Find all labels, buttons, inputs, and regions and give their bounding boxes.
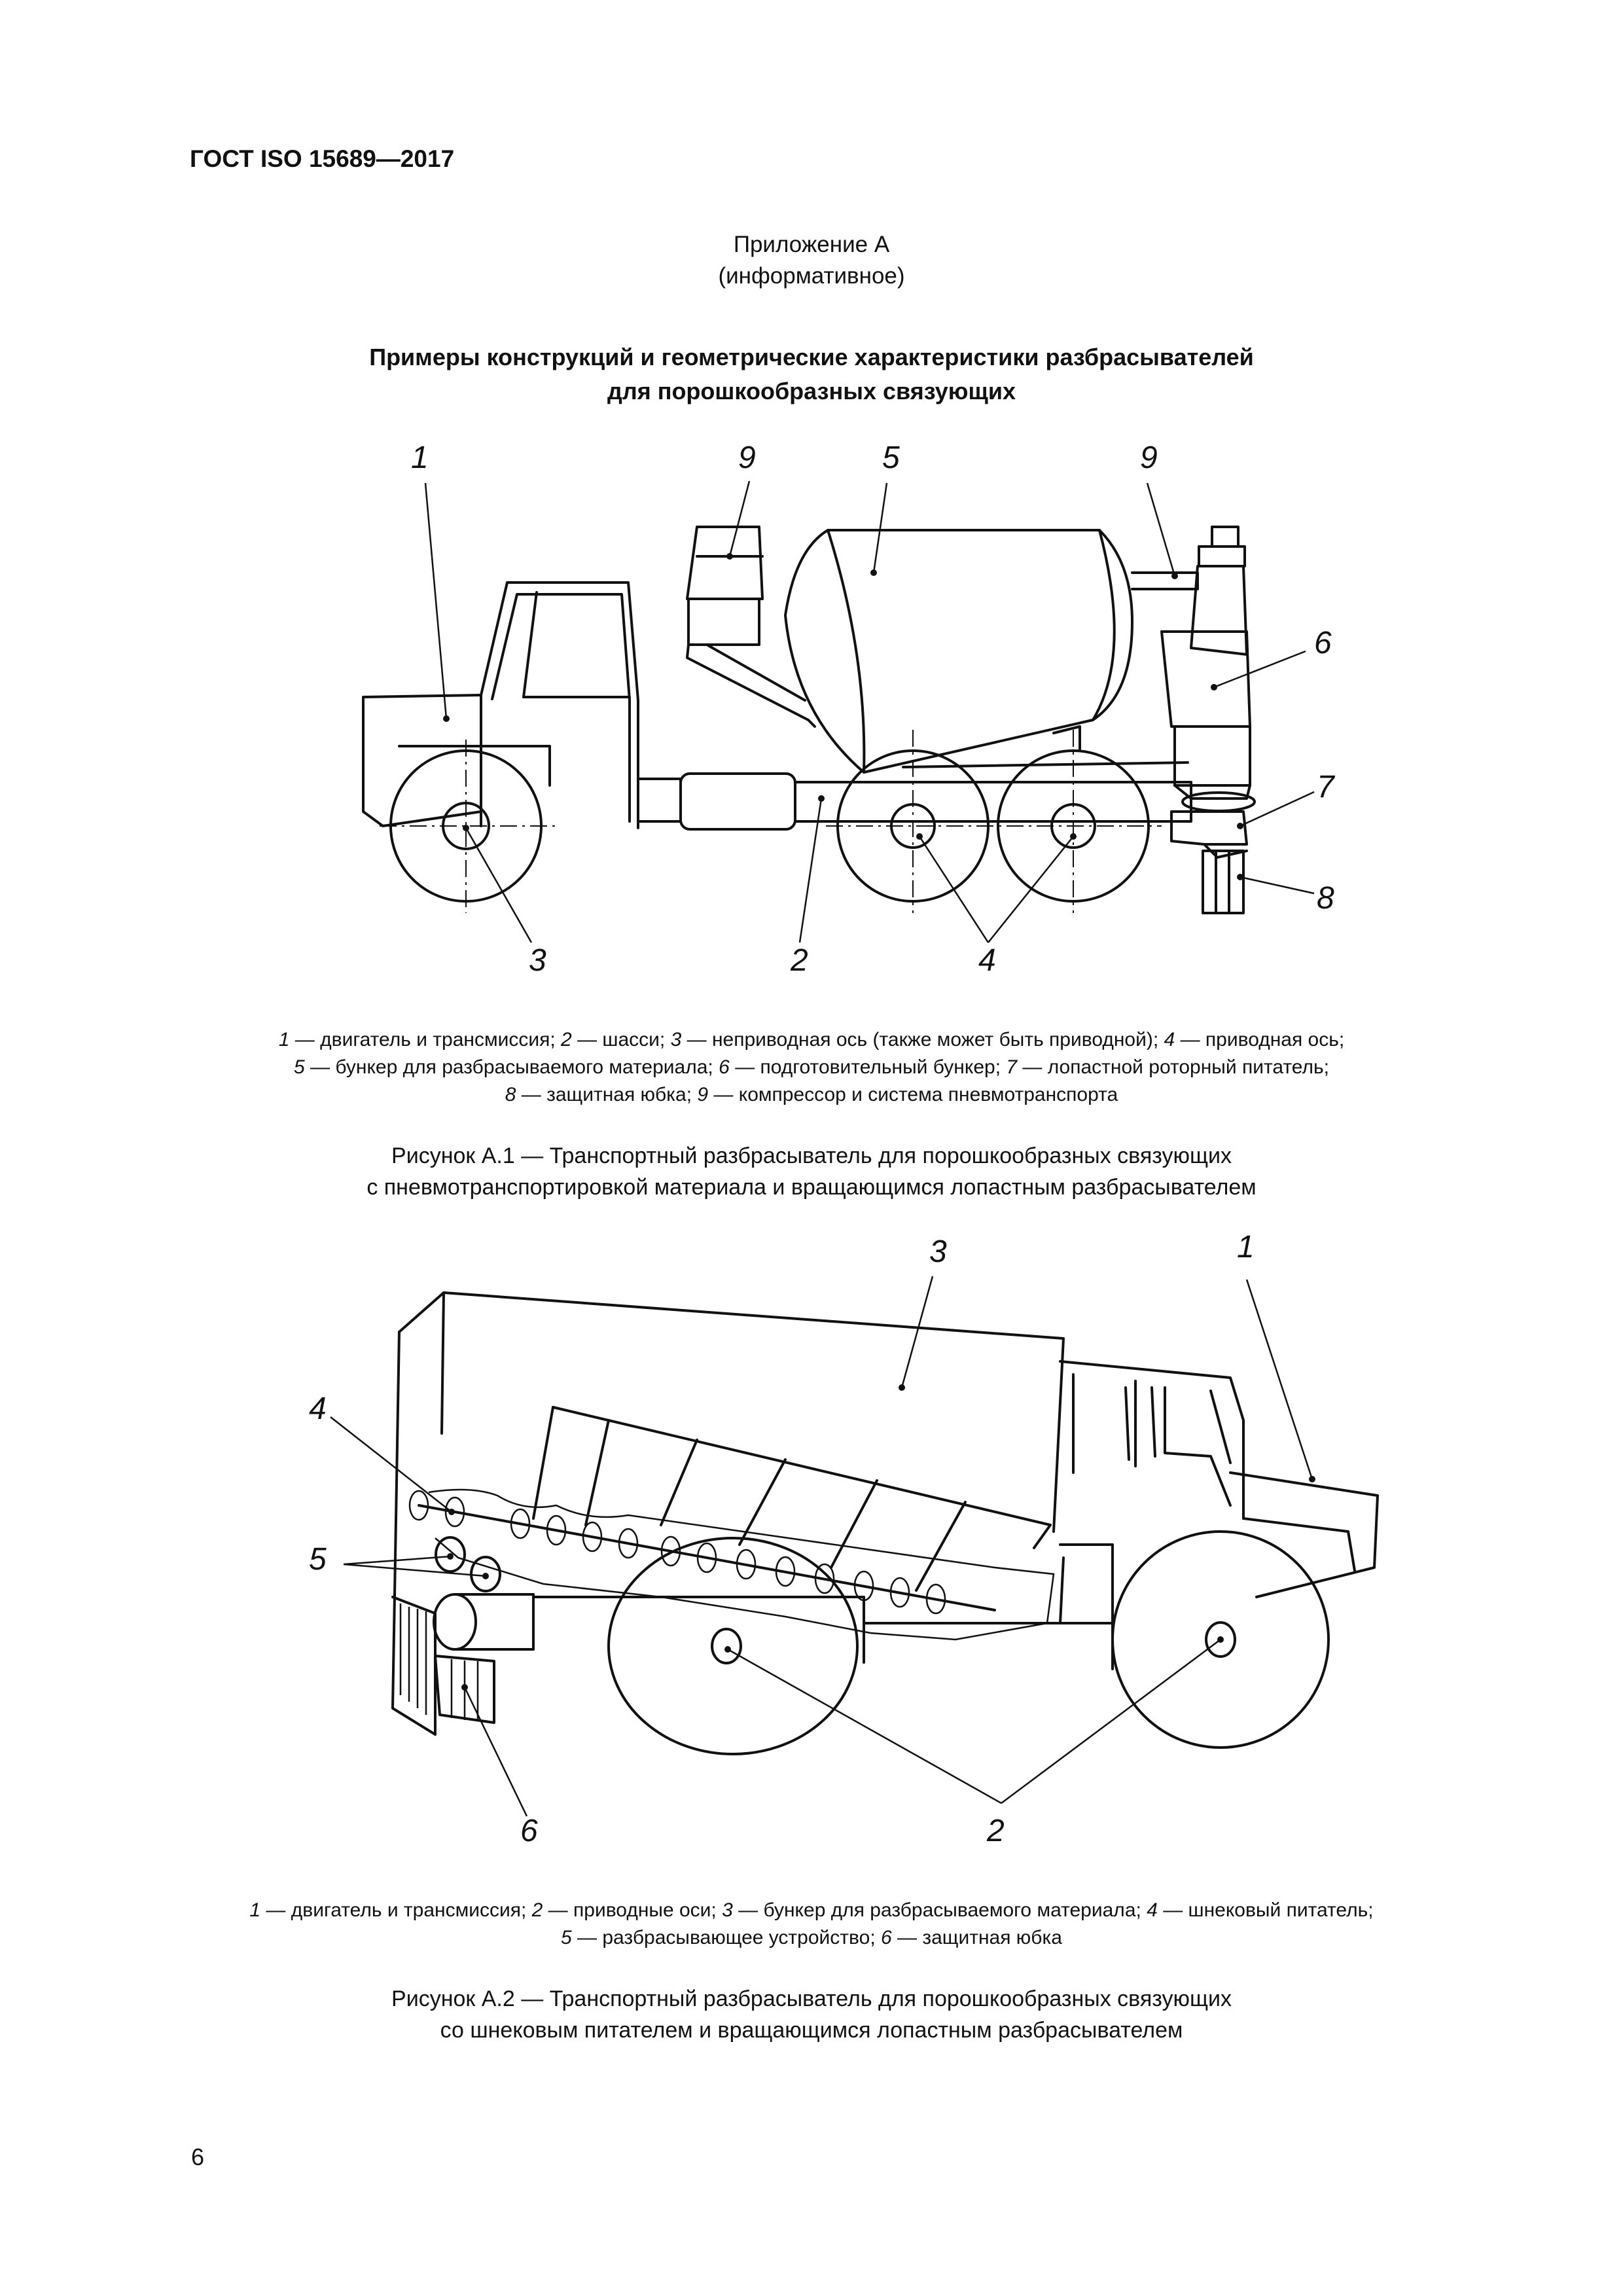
callout-a2-6: 6 — [520, 1814, 538, 1848]
front-wheel — [389, 749, 543, 903]
legend-text: — защитная юбка — [891, 1927, 1062, 1948]
legend-num: 8 — [505, 1084, 516, 1105]
legend-num: 3 — [722, 1899, 733, 1921]
page-number: 6 — [191, 2144, 205, 2170]
callout-a2-2: 2 — [987, 1814, 1005, 1848]
figure-a1-caption: Рисунок А.1 — Транспортный разбрасывател… — [0, 1140, 1623, 1203]
rear-wheel-1 — [836, 749, 990, 903]
auger-feeder — [418, 1504, 996, 1611]
figure-a2-caption-line1: Рисунок А.2 — Транспортный разбрасывател… — [391, 1986, 1232, 2011]
legend-num: 6 — [881, 1927, 892, 1948]
legend-num: 4 — [1164, 1029, 1175, 1050]
legend-num: 2 — [531, 1899, 543, 1921]
document-code: ГОСТ ISO 15689—2017 — [190, 145, 455, 172]
legend-num: 1 — [249, 1899, 261, 1921]
legend-a1-line3: 8 — защитная юбка; 9 — компрессор и сист… — [0, 1081, 1623, 1109]
legend-num: 2 — [561, 1029, 572, 1050]
legend-text: — неприводная ось (также может быть прив… — [681, 1029, 1164, 1050]
figure-a1-caption-line1: Рисунок А.1 — Транспортный разбрасывател… — [391, 1143, 1232, 1168]
callout-a2-4: 4 — [309, 1391, 327, 1426]
callout-a2-5: 5 — [309, 1542, 327, 1577]
legend-a1-line1: 1 — двигатель и трансмиссия; 2 — шасси; … — [0, 1026, 1623, 1054]
legend-text: — шасси; — [571, 1029, 671, 1050]
callout-a1-9-right: 9 — [1140, 440, 1158, 475]
hopper — [398, 1291, 1065, 1533]
legend-text: — подготовительный бункер; — [729, 1056, 1007, 1078]
cab — [480, 581, 639, 829]
legend-text: — двигатель и трансмиссия; — [260, 1899, 532, 1921]
callout-a1-6: 6 — [1314, 626, 1332, 660]
callouts-a2 — [330, 1276, 1315, 1817]
engine-hood — [362, 694, 482, 827]
truck-a2 — [391, 1291, 1379, 1755]
callout-a2-3: 3 — [929, 1234, 947, 1269]
protective-skirt — [1202, 850, 1245, 914]
legend-text: — компрессор и система пневмотранспорта — [708, 1084, 1118, 1105]
callout-a2-1: 1 — [1237, 1230, 1255, 1265]
legend-a2-line1: 1 — двигатель и трансмиссия; 2 — приводн… — [0, 1897, 1623, 1924]
legend-num: 3 — [670, 1029, 682, 1050]
callout-a1-5: 5 — [882, 440, 900, 475]
appendix-title: Приложение А — [733, 232, 890, 257]
section-title-line1: Примеры конструкций и геометрические хар… — [369, 344, 1254, 370]
legend-num: 5 — [561, 1927, 572, 1948]
legend-num: 5 — [294, 1056, 305, 1078]
callout-a1-3: 3 — [529, 943, 546, 978]
callout-a1-9-left: 9 — [738, 440, 756, 475]
figure-a1-caption-line2: с пневмотранспортировкой материала и вра… — [366, 1175, 1257, 1200]
legend-num: 6 — [719, 1056, 730, 1078]
spreader-disc-2 — [470, 1556, 501, 1592]
legend-text: — лопастной роторный питатель; — [1017, 1056, 1329, 1078]
figure-a2-caption: Рисунок А.2 — Транспортный разбрасывател… — [0, 1983, 1623, 2046]
legend-a1-line2: 5 — бункер для разбрасываемого материала… — [0, 1054, 1623, 1081]
legend-text: — бункер для разбрасываемого материала; — [304, 1056, 719, 1078]
section-title: Примеры конструкций и геометрические хар… — [0, 340, 1623, 408]
legend-text: — бункер для разбрасываемого материала; — [732, 1899, 1147, 1921]
compressor-left — [686, 526, 764, 600]
legend-num: 1 — [278, 1029, 290, 1050]
appendix-heading: Приложение А (информативное) — [0, 229, 1623, 292]
compressor-right — [1211, 526, 1240, 548]
callout-a1-8: 8 — [1317, 881, 1334, 916]
callouts-a1 — [424, 480, 1315, 943]
callout-a1-7: 7 — [1317, 770, 1334, 804]
callout-a1-1: 1 — [411, 440, 429, 475]
legend-text: — двигатель и трансмиссия; — [289, 1029, 562, 1050]
legend-a2-line2: 5 — разбрасывающее устройство; 6 — защит… — [0, 1924, 1623, 1952]
legend-text: — приводные оси; — [543, 1899, 722, 1921]
legend-text: — приводная ось; — [1175, 1029, 1345, 1050]
callout-a1-2: 2 — [791, 943, 808, 978]
appendix-type: (информативное) — [718, 263, 905, 289]
pneumatic-pipe — [1131, 571, 1199, 590]
front-wheel — [1111, 1530, 1330, 1749]
legend-num: 4 — [1147, 1899, 1158, 1921]
callout-a1-4: 4 — [978, 943, 996, 978]
legend-text: — разбрасывающее устройство; — [571, 1927, 881, 1948]
figure-a2-caption-line2: со шнековым питателем и вращающимся лопа… — [440, 2018, 1183, 2043]
legend-text: — шнековый питатель; — [1157, 1899, 1374, 1921]
legend-num: 7 — [1006, 1056, 1018, 1078]
spreader-disc-1 — [435, 1536, 466, 1573]
figure-a2-legend: 1 — двигатель и трансмиссия; 2 — приводн… — [0, 1897, 1623, 1952]
prep-bunker — [1160, 630, 1251, 728]
legend-num: 9 — [697, 1084, 709, 1105]
protective-skirt — [434, 1655, 495, 1724]
truck-a1 — [362, 526, 1256, 914]
legend-text: — защитная юбка; — [516, 1084, 698, 1105]
figure-a1-legend: 1 — двигатель и трансмиссия; 2 — шасси; … — [0, 1026, 1623, 1109]
rotor-feeder — [1181, 791, 1256, 812]
cab — [1059, 1360, 1245, 1520]
rear-wheel — [607, 1537, 859, 1755]
chassis — [637, 778, 682, 823]
tank — [784, 529, 1133, 774]
section-title-line2: для порошкообразных связующих — [607, 378, 1016, 404]
rear-wheel-2 — [997, 749, 1150, 903]
engine-hood — [1229, 1471, 1379, 1598]
